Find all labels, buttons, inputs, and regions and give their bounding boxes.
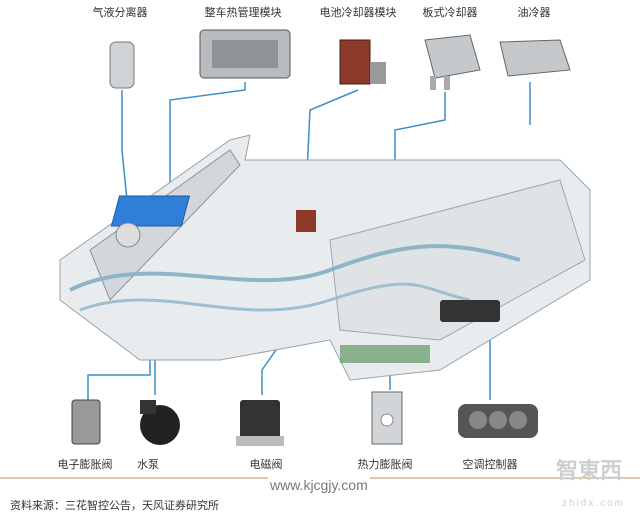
- label-vehicle-thermal-module: 整车热管理模块: [204, 6, 282, 19]
- brand-domain-watermark: zhidx.com: [562, 498, 626, 509]
- label-gas-liquid-separator: 气液分离器: [92, 6, 148, 19]
- separator-icon: [109, 41, 135, 89]
- brand-watermark: 智東西: [556, 459, 623, 484]
- label-ac-controller: 空调控制器: [462, 458, 518, 471]
- label-water-pump: 水泵: [137, 458, 159, 471]
- txv-icon: [371, 391, 403, 445]
- water-pump-icon: [140, 400, 180, 445]
- leader-separator: [121, 90, 129, 211]
- ac-controller-icon: [458, 404, 538, 438]
- plate-cooler-icon: [424, 34, 481, 90]
- source-note: 资料来源：三花智控公告，天风证券研究所: [10, 499, 219, 512]
- leader-module: [169, 82, 246, 200]
- eev-icon: [71, 399, 101, 445]
- label-solenoid-valve: 电磁阀: [249, 458, 283, 471]
- chiller-box: [296, 210, 316, 232]
- website-watermark: www.kjcgjy.com: [268, 477, 370, 493]
- hvac-box: [329, 179, 586, 341]
- oil-cooler-icon: [499, 39, 571, 77]
- thermal-module-icon: [199, 29, 291, 79]
- vehicle-body: [59, 134, 591, 381]
- label-plate-cooler: 板式冷却器: [422, 6, 478, 19]
- solenoid-valve-icon: [236, 400, 284, 446]
- label-battery-chiller-module: 电池冷却器模块: [319, 6, 397, 19]
- battery-chiller-icon: [339, 39, 386, 85]
- label-thermal-expansion-valve: 热力膨胀阀: [357, 458, 413, 471]
- label-oil-cooler: 油冷器: [517, 6, 551, 19]
- leader-lines: [87, 82, 531, 400]
- leader-plate: [394, 92, 446, 160]
- thermal-module-box: [110, 195, 191, 227]
- label-electronic-expansion-valve: 电子膨胀阀: [57, 458, 113, 471]
